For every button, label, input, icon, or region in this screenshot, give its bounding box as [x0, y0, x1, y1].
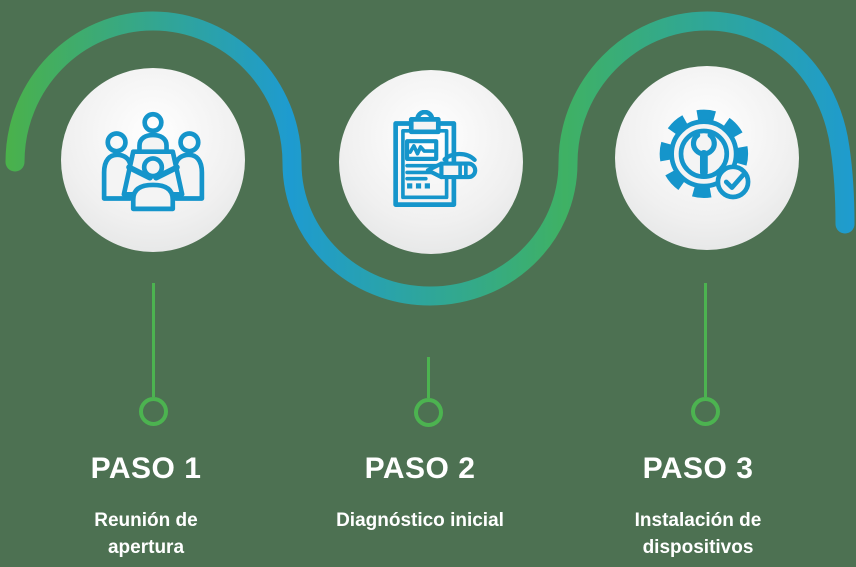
step-3-subtitle-line-2: dispositivos	[642, 537, 754, 558]
step-2-title: PASO 2	[364, 452, 476, 485]
step-3-subtitle-line-1: Instalación de	[634, 510, 762, 531]
step-1-connector-ring	[138, 396, 168, 426]
step-2-text-block: PASO 2 Diagnóstico inicial	[290, 452, 550, 534]
flow-curve-path	[5, 11, 855, 306]
step-2-connector-stem	[427, 357, 430, 398]
step-3-text-block: PASO 3 Instalación de dispositivos	[568, 452, 828, 561]
step-1-subtitle-line-1: Reunión de	[94, 510, 198, 531]
step-2-connector-ring	[414, 397, 443, 427]
step-1-subtitle: Reunión de apertura	[16, 507, 276, 561]
step-3-subtitle: Instalación de dispositivos	[568, 507, 828, 561]
step-3-connector-ring	[690, 396, 720, 426]
meeting-icon	[101, 111, 205, 212]
step-2-subtitle: Diagnóstico inicial	[290, 507, 550, 534]
step-1-subtitle-line-2: apertura	[107, 537, 185, 558]
gear-wrench-check-icon	[659, 109, 751, 200]
step-1-title: PASO 1	[90, 452, 202, 485]
step-1-text-block: PASO 1 Reunión de apertura	[16, 452, 276, 561]
step-3-title: PASO 3	[642, 452, 754, 485]
step-1-connector-stem	[151, 283, 155, 397]
step-3-circle	[615, 66, 799, 250]
step-1-circle	[61, 68, 245, 252]
diagnosis-clipboard-icon	[393, 110, 478, 207]
step-2-subtitle-line-1: Diagnóstico inicial	[336, 510, 504, 531]
step-3-connector-stem	[703, 283, 707, 397]
step-2-circle	[339, 70, 523, 254]
